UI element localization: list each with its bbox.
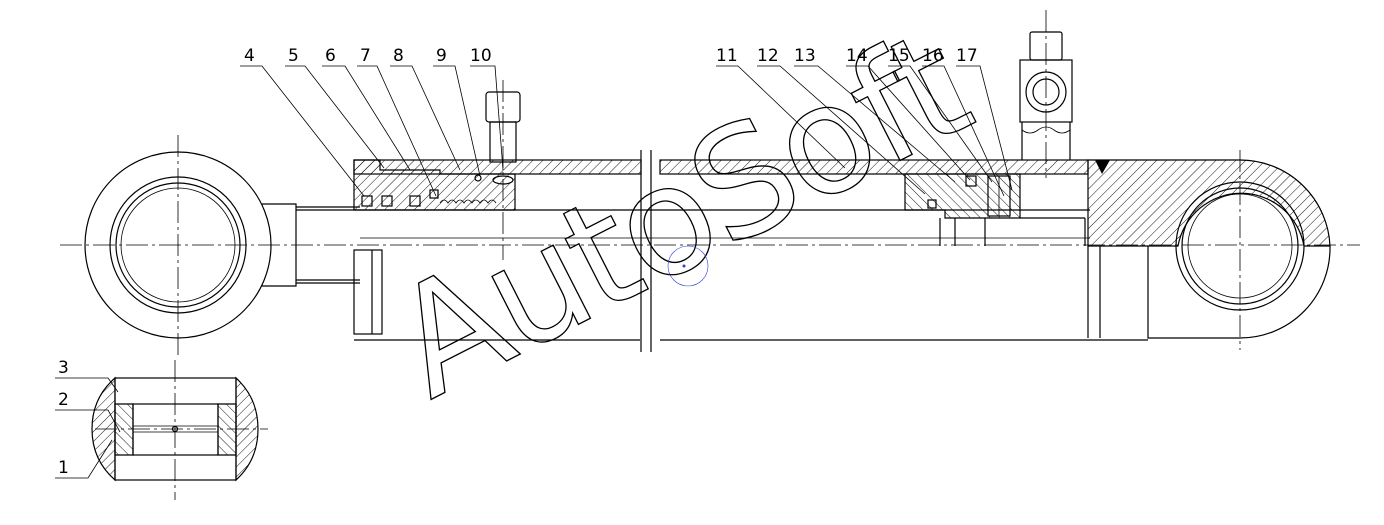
callout-14: 14 <box>846 46 868 66</box>
port-fitting-right <box>1019 10 1073 178</box>
callout-9: 9 <box>436 46 447 66</box>
callout-labels: 4 5 6 7 8 9 10 11 12 13 14 15 16 17 3 2 … <box>58 46 978 478</box>
center-mark-icon <box>667 245 709 287</box>
callout-5: 5 <box>288 46 299 66</box>
watermark: AutoSoft <box>367 0 993 432</box>
blue-dot-icon <box>682 264 686 268</box>
callout-13: 13 <box>794 46 816 66</box>
left-rod-eye <box>84 135 360 355</box>
cylinder-barrel <box>353 150 1148 352</box>
callout-3: 3 <box>58 358 69 378</box>
port-fitting-left <box>485 80 521 260</box>
callout-4: 4 <box>244 46 255 66</box>
callout-17: 17 <box>956 46 978 66</box>
leader-lines <box>55 65 1013 479</box>
callout-8: 8 <box>393 46 404 66</box>
callout-16: 16 <box>922 46 944 66</box>
callout-15: 15 <box>888 46 910 66</box>
callout-1: 1 <box>58 458 69 478</box>
callout-12: 12 <box>757 46 779 66</box>
piston-assembly <box>904 173 1086 246</box>
right-clevis-eye <box>1087 150 1331 350</box>
callout-11: 11 <box>716 46 738 66</box>
callout-2: 2 <box>58 390 69 410</box>
callout-6: 6 <box>325 46 336 66</box>
callout-10: 10 <box>470 46 492 66</box>
bearing-detail-view <box>91 360 268 500</box>
callout-7: 7 <box>360 46 371 66</box>
